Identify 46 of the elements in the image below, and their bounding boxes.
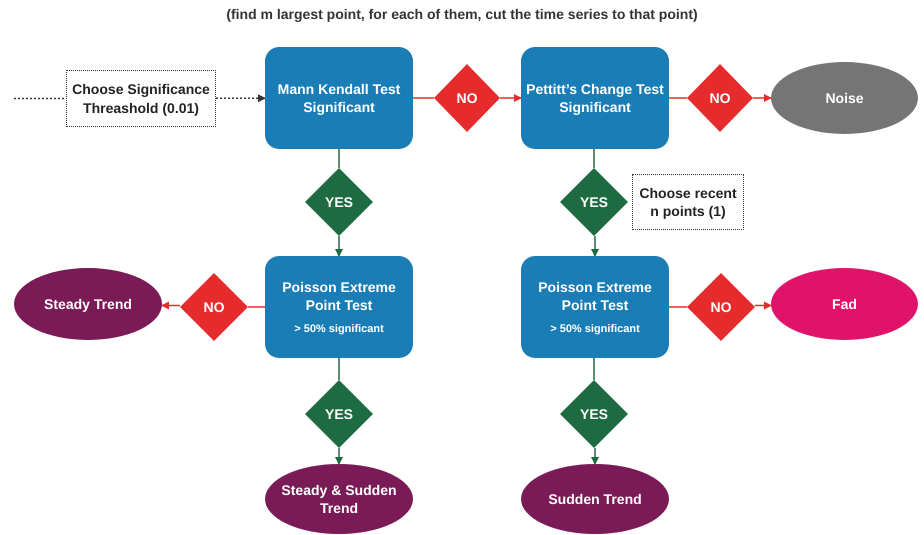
arrow [755, 302, 772, 310]
node-label: Poisson Extreme Point Test [281, 278, 397, 314]
process-box [265, 256, 413, 358]
node-label: YES [324, 192, 353, 212]
arrow [335, 448, 343, 465]
arrow [591, 448, 599, 465]
process-box [265, 47, 413, 149]
node-label: NO [204, 298, 224, 316]
node-label: Noise [825, 88, 864, 108]
node-subtext: > 50% significant [550, 322, 640, 336]
arrow [753, 94, 772, 102]
node-label: Poisson Extreme Point Test [537, 278, 653, 314]
connector-line [338, 149, 340, 168]
arrow [500, 94, 522, 102]
diagram-title: (find m largest point, for each of them, cut the time series to that point) [225, 6, 699, 22]
note-box [66, 70, 216, 127]
arrow [591, 236, 599, 257]
connector-line [413, 97, 434, 99]
node-label: YES [324, 404, 353, 424]
connector-line [593, 358, 595, 380]
arrow [335, 236, 343, 257]
node-label: NO [710, 298, 732, 316]
node-label: YES [580, 404, 608, 424]
node-label: Steady Trend [44, 294, 132, 314]
connector-line [248, 306, 265, 308]
connector-line [593, 149, 595, 168]
node-label: Mann Kendall Test Significant [276, 80, 402, 116]
node-label: Steady & Sudden Trend [280, 480, 398, 518]
node-label: Choose recent n points (1) [638, 184, 738, 220]
node-subtext: > 50% significant [294, 322, 384, 336]
node-label: Pettitt’s Change Test Significant [525, 80, 665, 116]
connector-line [669, 306, 687, 308]
node-label: Choose Significance Threashold (0.01) [71, 80, 211, 117]
connector-line [14, 98, 66, 100]
node-label: NO [456, 88, 478, 108]
process-box [521, 47, 669, 149]
node-label: Sudden Trend [548, 490, 642, 508]
node-label: YES [580, 192, 608, 212]
arrow [216, 94, 266, 102]
connector-line [669, 97, 687, 99]
connector-line [338, 358, 340, 380]
arrow [161, 302, 180, 310]
process-box [521, 256, 669, 358]
node-label: NO [710, 88, 730, 108]
note-box [632, 174, 744, 230]
node-label: Fad [832, 294, 857, 314]
